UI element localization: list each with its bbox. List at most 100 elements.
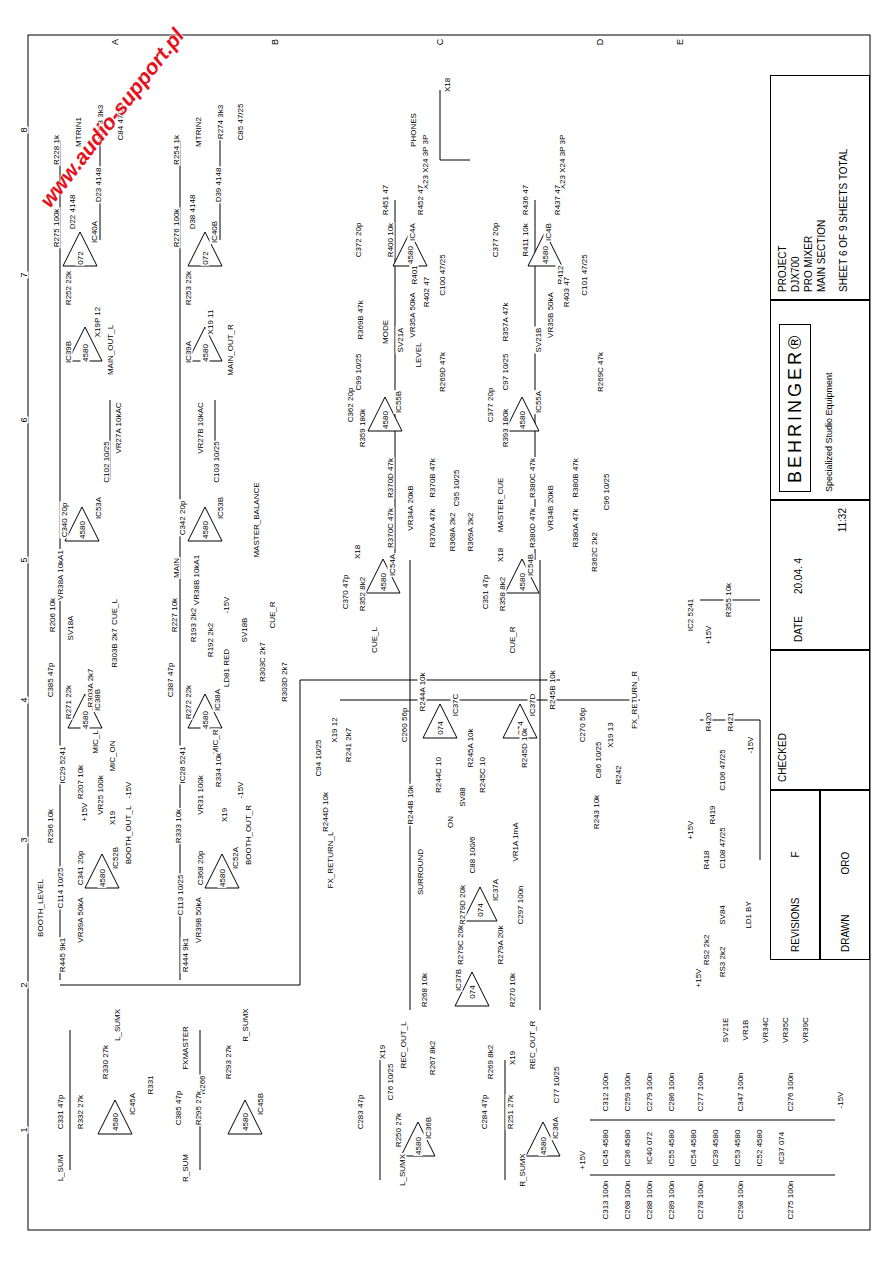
schematic-label: R452 47 xyxy=(416,184,425,216)
schematic-label: C114 10/25 xyxy=(56,867,65,910)
schematic-label: IC40A xyxy=(90,220,99,244)
schematic-label: R401 xyxy=(410,264,419,285)
schematic-label: 074 xyxy=(476,902,485,917)
schematic-label: REC_OUT_L xyxy=(399,1020,408,1069)
schematic-label: R369B 47k xyxy=(356,299,365,341)
schematic-label: R296 10k xyxy=(46,808,55,844)
schematic-label: X19 xyxy=(108,810,117,826)
schematic-label: X23 X24 3P 3P xyxy=(558,134,567,191)
schematic-label: D39 4148 xyxy=(214,167,223,204)
schematic-label: SV18B xyxy=(240,617,249,644)
schematic-label: L_SUMX xyxy=(113,1008,122,1042)
schematic-label: R393 180k xyxy=(501,408,510,449)
schematic-label: PHONES xyxy=(409,112,418,148)
schematic-label: C275 100n xyxy=(786,1179,795,1220)
schematic-label: C85 47/25 xyxy=(236,103,245,142)
schematic-label: VR1A 1mA xyxy=(511,821,520,862)
schematic-label: SV88 xyxy=(458,786,467,808)
schematic-label: VR25 100k xyxy=(96,774,105,816)
schematic-label: 4580 xyxy=(81,343,90,363)
title-block-cell: REVISIONSF xyxy=(770,790,820,960)
schematic-label: R380A 47k xyxy=(571,507,580,548)
schematic-label: IC53 4580 xyxy=(733,1129,742,1168)
schematic-label: VR27B 10kAC xyxy=(196,401,205,455)
schematic-label: R253 22k xyxy=(184,270,193,306)
schematic-label: 072 xyxy=(201,250,210,265)
schematic-label: C77 10/25 xyxy=(552,1066,561,1105)
schematic-label: X18 xyxy=(443,77,452,93)
schematic-label: R357A 47k xyxy=(501,301,510,342)
schematic-label: L_SUMX xyxy=(398,1153,407,1187)
grid-reference: 7 xyxy=(20,271,29,278)
schematic-label: R242 xyxy=(614,764,623,785)
schematic-label: C100 47/25 xyxy=(438,253,447,296)
grid-reference: B xyxy=(271,38,280,46)
schematic-label: MAIN xyxy=(172,557,181,579)
schematic-label: IC28 5241 xyxy=(178,746,187,785)
schematic-label: C340 20p xyxy=(60,502,69,539)
schematic-label: C97 10/25 xyxy=(501,353,510,392)
schematic-label: +15V xyxy=(704,625,713,646)
schematic-label: VR35B 50kA xyxy=(546,291,555,339)
schematic-label: +15V xyxy=(578,1150,587,1171)
schematic-label: R227 10k xyxy=(170,597,179,633)
schematic-label: X18 xyxy=(496,547,505,563)
schematic-label: R_SUMX xyxy=(518,1152,527,1187)
grid-reference: E xyxy=(676,38,685,46)
schematic-label: IC54B xyxy=(526,553,535,577)
schematic-label: C270 56p xyxy=(578,707,587,744)
schematic-label: R270 10k xyxy=(508,972,517,1008)
schematic-label: C289 100n xyxy=(667,1179,676,1220)
schematic-label: R192 2k2 xyxy=(206,622,215,658)
schematic-label: CUE_R xyxy=(268,600,277,629)
schematic-label: R245D 10k xyxy=(520,727,529,769)
schematic-label: C347 100n xyxy=(736,1071,745,1112)
title-text: Specialized Studio Equipment xyxy=(823,308,836,492)
schematic-label: C288 100n xyxy=(645,1179,654,1220)
schematic-label: C283 47p xyxy=(356,1094,365,1131)
schematic-label: R279A 20k xyxy=(496,924,505,965)
schematic-label: MIC_L xyxy=(91,729,100,755)
grid-reference: 2 xyxy=(20,981,29,988)
schematic-label: R421 xyxy=(726,711,735,732)
schematic-label: VR1B xyxy=(741,1019,750,1042)
schematic-label: 4580 xyxy=(379,572,388,592)
title-text: DJX700 xyxy=(789,83,802,292)
schematic-label: R303D 2k7 xyxy=(280,661,289,703)
schematic-label: R402 47 xyxy=(422,276,431,308)
schematic-label: R370C 47k xyxy=(386,507,395,549)
schematic-label: C86 10/25 xyxy=(594,741,603,780)
schematic-label: C76 10/25 xyxy=(386,1063,395,1102)
schematic-label: C108 47/25 xyxy=(718,826,727,869)
schematic-label: +15V xyxy=(694,968,703,989)
schematic-label: R418 xyxy=(702,849,711,870)
schematic-label: C95 10/25 xyxy=(452,469,461,508)
schematic-label: -15V xyxy=(222,596,231,615)
schematic-label: R362C 2k2 xyxy=(590,531,599,573)
schematic-label: 4580 xyxy=(201,710,210,730)
schematic-label: R251 27k xyxy=(506,1094,515,1130)
schematic-label: 4580 xyxy=(381,410,390,430)
schematic-label: SV18A xyxy=(66,615,75,642)
schematic-label: VR39C xyxy=(801,1016,810,1044)
schematic-label: C351 47p xyxy=(481,574,490,611)
schematic-label: C297 100n xyxy=(516,884,525,925)
schematic-label: C277 100n xyxy=(696,1071,705,1112)
schematic-label: IC37A xyxy=(491,878,500,902)
schematic-label: VR31 100k xyxy=(196,774,205,816)
schematic-label: LD81 RED xyxy=(222,648,231,688)
schematic-label: R250 27k xyxy=(394,1112,403,1148)
grid-reference: 6 xyxy=(20,416,29,423)
schematic-label: MODE xyxy=(381,319,390,345)
schematic-label: R358 8k2 xyxy=(498,576,507,612)
grid-reference: 8 xyxy=(20,126,29,133)
schematic-label: C96 10/25 xyxy=(602,473,611,512)
schematic-label: 4580 xyxy=(518,410,527,430)
schematic-label: C260 56p xyxy=(400,707,409,744)
schematic-label: SV21B xyxy=(534,327,543,354)
schematic-label: R245C 10 xyxy=(478,756,487,794)
schematic-label: R243 10k xyxy=(592,794,601,830)
schematic-label: VR27A 10kAC xyxy=(114,401,123,454)
schematic-label: BOOTH_LEVEL xyxy=(36,878,45,938)
schematic-label: R_SUM xyxy=(181,1153,190,1183)
